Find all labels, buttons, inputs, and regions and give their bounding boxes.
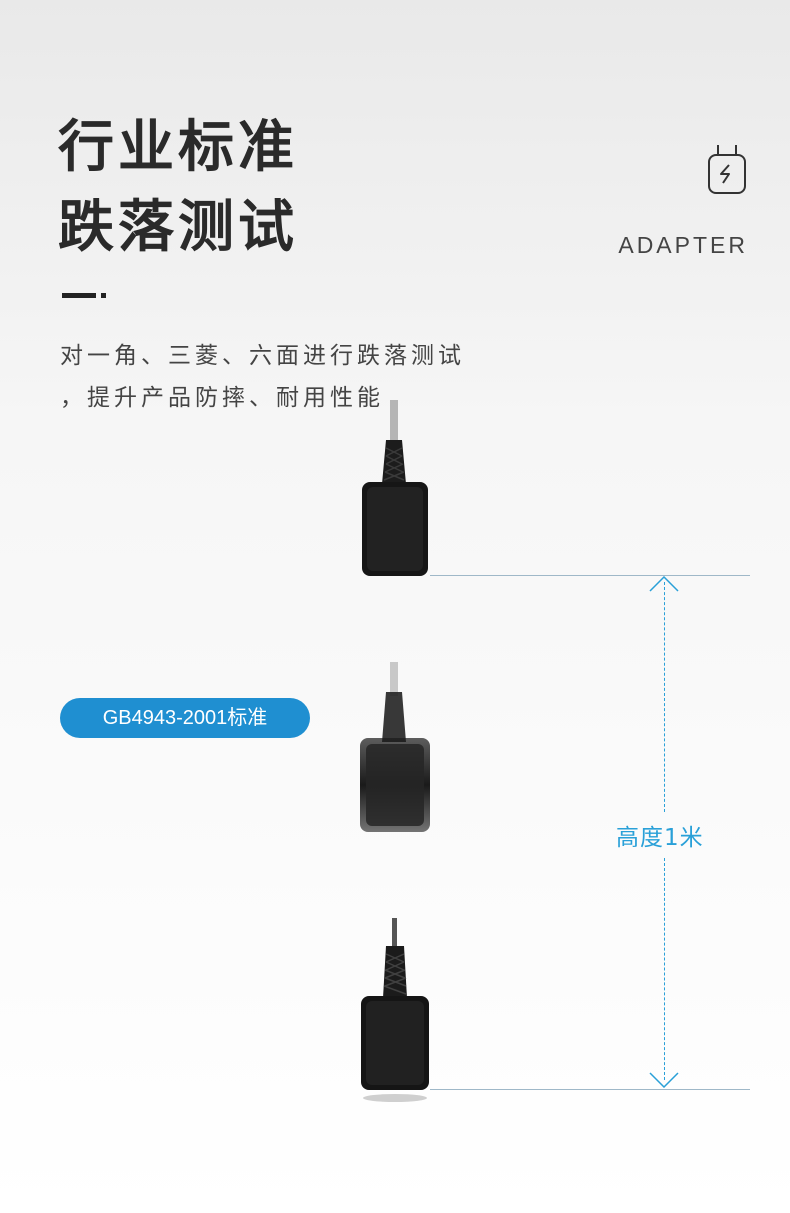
arrow-down-icon [649,1072,679,1088]
plug-icon [708,145,746,194]
heading-line2: 跌落测试 [58,195,298,260]
brand-label: ADAPTER [618,232,748,258]
description-line2: ，提升产品防摔、耐用性能 [60,385,384,411]
description-line1: 对一角、三菱、六面进行跌落测试 [60,343,465,369]
height-label: 高度1米 [616,825,704,851]
adapter-device-bottom [361,918,429,1102]
heading-line1: 行业标准 [58,115,298,180]
height-dimension-line-upper [664,582,665,812]
bottom-reference-line [430,1089,750,1090]
height-dimension-line-lower [664,858,665,1080]
title-underline-dot [101,293,106,298]
top-reference-line [430,575,750,576]
title-underline [62,293,96,298]
adapter-device-top [362,400,428,576]
standard-badge: GB4943-2001标准 [60,698,310,738]
adapter-device-middle [360,662,430,832]
arrow-up-icon [649,576,679,592]
